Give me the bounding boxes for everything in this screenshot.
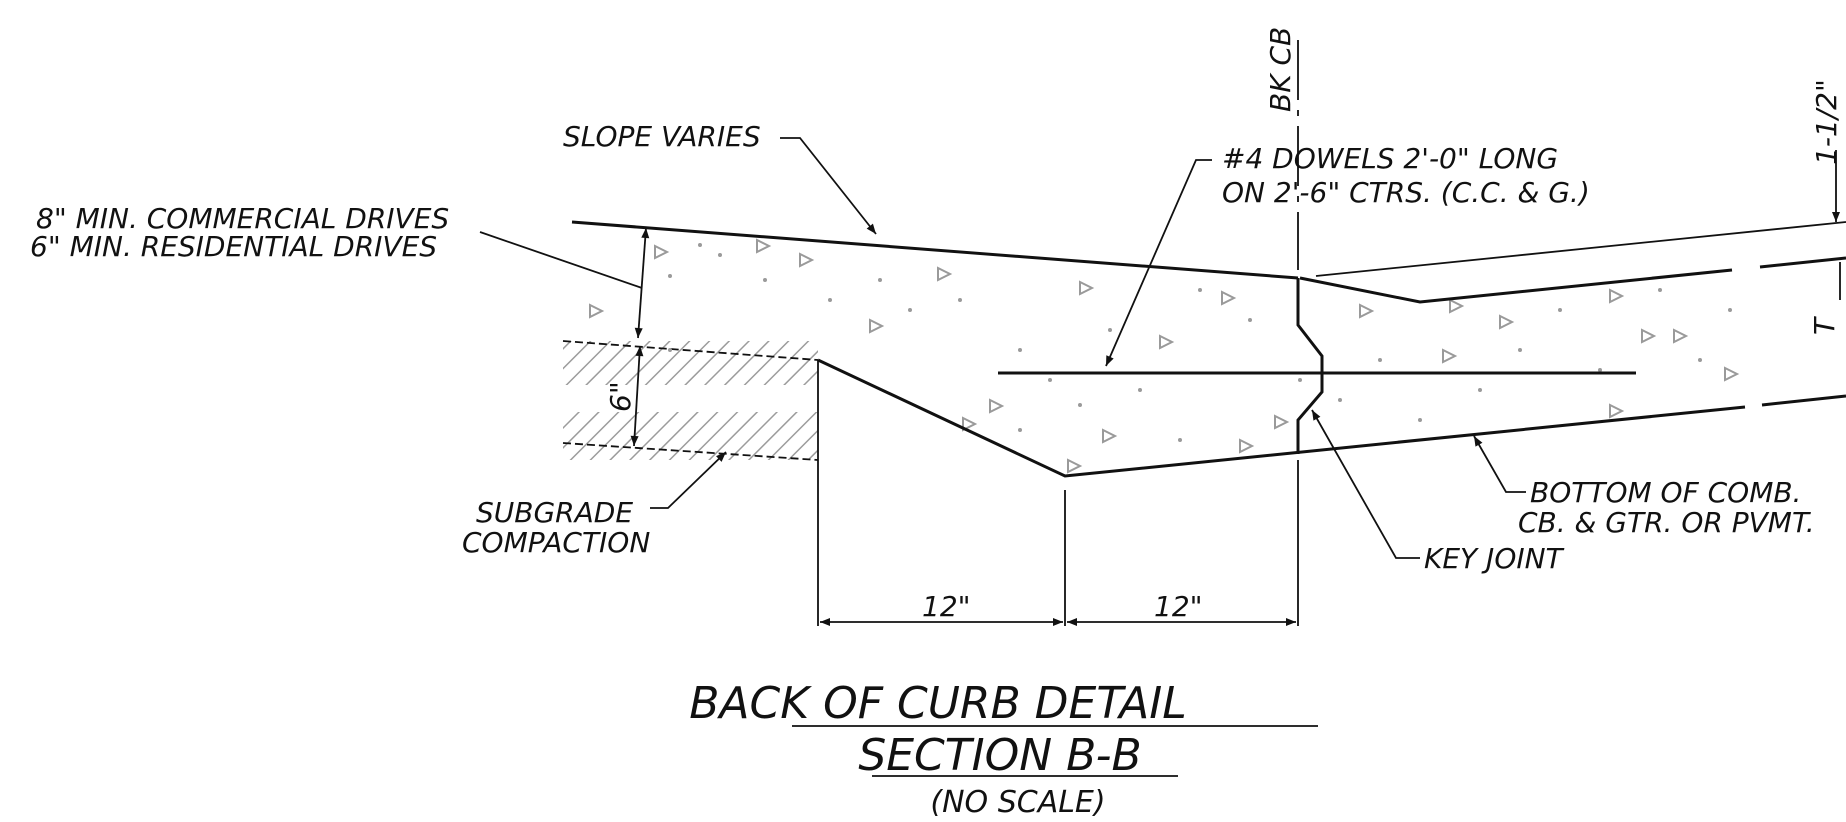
aggregate-speckles — [589, 238, 1740, 474]
title-block: BACK OF CURB DETAIL SECTION B-B (NO SCAL… — [689, 678, 1318, 820]
slab-thickness-dimension — [479, 227, 650, 339]
bottom-label-line2: CB. & GTR. OR PVMT. — [1518, 506, 1815, 539]
dim-right-label: 12" — [1154, 590, 1203, 623]
dimension-12in-right: 12" — [1067, 590, 1296, 626]
min-residential-label: 6" MIN. RESIDENTIAL DRIVES — [30, 230, 437, 263]
title-line2: SECTION B-B — [858, 730, 1141, 781]
slab-outline — [571, 220, 1846, 626]
subgrade-label-line2: COMPACTION — [462, 526, 650, 559]
min-commercial-label: 8" MIN. COMMERCIAL DRIVES — [36, 202, 449, 235]
subgrade-hatching — [562, 340, 819, 461]
subgrade-label-line1: SUBGRADE — [476, 496, 633, 529]
key-joint-label: KEY JOINT — [1424, 542, 1565, 575]
slope-varies-label: SLOPE VARIES — [563, 120, 761, 153]
one-half-inch-dimension: 1-1/2" T — [1808, 79, 1843, 335]
t-label: T — [1808, 316, 1841, 335]
bottom-label-line1: BOTTOM OF COMB. — [1530, 476, 1801, 509]
dimension-12in-left: 12" — [820, 490, 1066, 626]
title-line3: (NO SCALE) — [930, 785, 1105, 820]
bk-cb-reference-line: BK CB — [1264, 27, 1299, 626]
bk-cb-label: BK CB — [1264, 27, 1297, 112]
concrete-section — [572, 222, 1846, 476]
dowels-label-line2: ON 2'-6" CTRS. (C.C. & G.) — [1222, 176, 1590, 209]
subgrade-depth-dimension: 6" — [604, 345, 644, 447]
dowels-label-line1: #4 DOWELS 2'-0" LONG — [1222, 142, 1558, 175]
one-half-inch-label: 1-1/2" — [1810, 79, 1843, 165]
title-line1: BACK OF CURB DETAIL — [689, 678, 1187, 729]
leaders — [650, 137, 1526, 559]
dim-left-label: 12" — [922, 590, 971, 623]
six-inch-label: 6" — [604, 381, 637, 412]
